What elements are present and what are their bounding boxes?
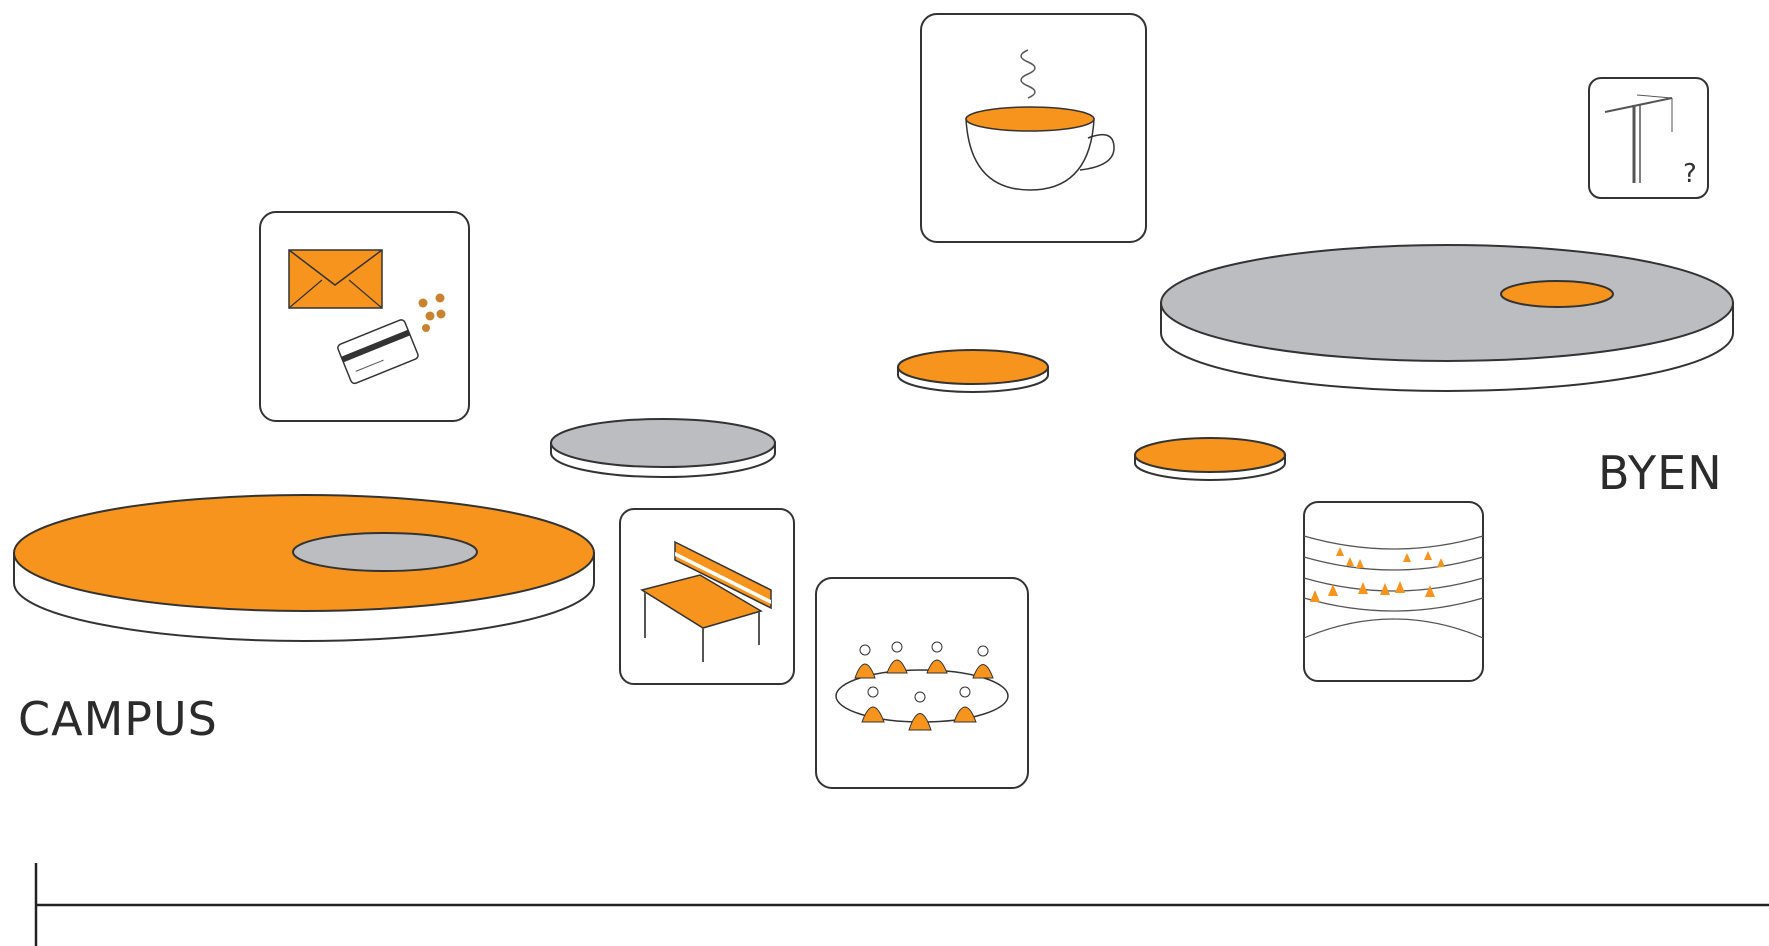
orange-disc-center xyxy=(897,349,1049,393)
meeting-circle-icon xyxy=(815,577,1029,789)
crane-question-icon: ? xyxy=(1588,77,1709,199)
orange-disc-right xyxy=(1134,437,1286,481)
gray-disc-small xyxy=(550,418,776,478)
byen-disc xyxy=(1160,244,1734,392)
envelope-card-coins-icon xyxy=(259,211,470,422)
svg-text:?: ? xyxy=(1683,159,1697,189)
coffee-cup-icon xyxy=(920,13,1147,243)
campus-disc xyxy=(13,494,595,642)
auditorium-icon xyxy=(1303,501,1484,682)
campus-label: CAMPUS xyxy=(18,692,218,746)
bench-icon xyxy=(619,508,795,685)
bottom-axis xyxy=(34,863,1769,946)
byen-label: BYEN xyxy=(1598,446,1723,500)
